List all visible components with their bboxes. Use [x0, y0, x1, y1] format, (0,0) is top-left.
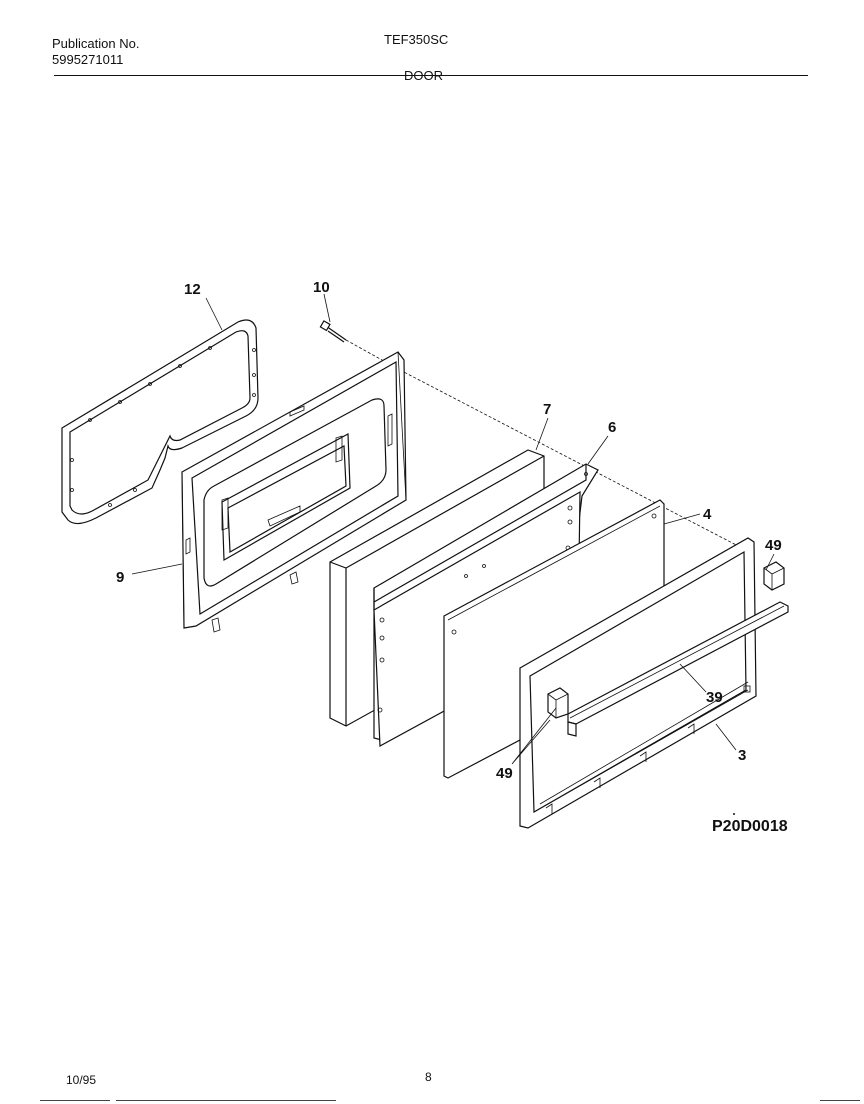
header-rule — [54, 75, 808, 76]
callout-49-top: 49 — [765, 537, 782, 554]
part-9-inner-door-frame — [181, 351, 407, 633]
callout-49-bottom: 49 — [496, 765, 513, 782]
callout-3: 3 — [738, 747, 746, 764]
bottom-rule-mid — [116, 1100, 336, 1101]
footer-date: 10/95 — [66, 1073, 97, 1087]
publication-label: Publication No. — [52, 36, 140, 51]
part-49-end-caps — [547, 561, 785, 719]
part-39-handle — [567, 601, 789, 737]
bottom-rule-left — [40, 1100, 110, 1101]
callout-12: 12 — [184, 281, 201, 298]
callout-4: 4 — [703, 506, 712, 523]
part-12-gasket — [61, 319, 259, 525]
part-10-screw — [319, 320, 347, 343]
bottom-rule-right — [820, 1100, 860, 1101]
callout-6: 6 — [608, 419, 616, 436]
callout-10: 10 — [313, 279, 330, 296]
drawing-id: P20D0018 — [712, 818, 788, 835]
page-number: 8 — [425, 1070, 432, 1084]
publication-number: 5995271011 — [52, 52, 124, 67]
callout-leaders — [131, 293, 775, 765]
callout-7: 7 — [543, 401, 551, 418]
model-number: TEF350SC — [384, 32, 449, 47]
drawing-id-mark — [733, 813, 735, 815]
callout-39: 39 — [706, 689, 723, 706]
callout-9: 9 — [116, 569, 124, 586]
